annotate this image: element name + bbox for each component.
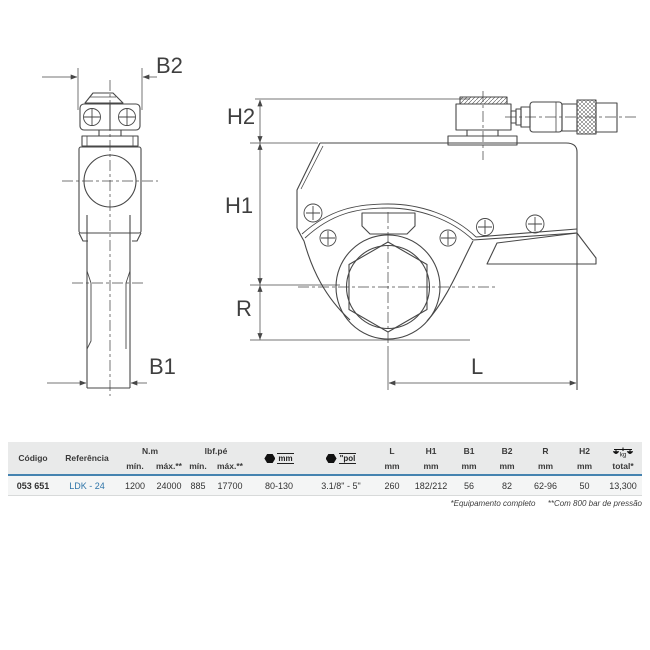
cell-r: 62-96 (533, 480, 558, 491)
reaction-pad (486, 232, 597, 265)
header-weight-icon: kg (604, 447, 642, 458)
table-header: Código Referência N.m lbf.pé mín. máx.**… (8, 442, 642, 474)
screw-icon (303, 203, 323, 223)
header-hex-pol: "pol (310, 452, 372, 465)
cell-hex-mm: 80-130 (264, 480, 294, 491)
header-unit-l: mm (384, 460, 400, 471)
dim-label-h1: H1 (225, 193, 254, 218)
header-dim-b2: B2 (501, 446, 513, 457)
body-outline (320, 142, 578, 390)
header-codigo: Código (18, 452, 48, 463)
cell-lbf-max: 17700 (217, 480, 243, 491)
cell-b2: 82 (501, 480, 512, 491)
technical-drawing: B2 B1 H2 H1 R L (42, 53, 638, 396)
cell-referencia[interactable]: LDK - 24 (69, 480, 105, 491)
hex-socket-metric-icon (264, 454, 276, 463)
header-referencia: Referência (65, 452, 109, 463)
drawing-svg (42, 68, 638, 396)
hex-socket-inch-icon (325, 454, 337, 463)
header-lbf-max: máx.** (217, 460, 243, 471)
screw-icon (83, 108, 101, 126)
cell-l: 260 (384, 480, 400, 491)
dim-label-b2: B2 (156, 53, 183, 78)
cell-nm-max: 24000 (156, 480, 182, 491)
cell-b1: 56 (463, 480, 474, 491)
header-unit-b2: mm (499, 460, 515, 471)
cell-h2: 50 (579, 480, 590, 491)
hex-mm-unit-label: mm (277, 452, 294, 465)
scale-kg-icon: kg (612, 447, 634, 458)
screw-icon (118, 108, 136, 126)
cell-weight: 13,300 (609, 480, 637, 491)
hydraulic-couplers (447, 96, 618, 146)
dim-label-l: L (471, 354, 484, 379)
cell-h1: 182/212 (414, 480, 448, 491)
swivel-cap (84, 92, 124, 104)
kg-label: kg (620, 452, 626, 458)
header-hex-mm: mm (248, 452, 310, 465)
screw-icon (439, 229, 457, 247)
header-lbf-group: lbf.pé (204, 446, 228, 457)
footnote-equipment: *Equipamento completo (450, 499, 536, 508)
footnote-pressure: **Com 800 bar de pressão (547, 499, 642, 508)
header-unit-b1: mm (461, 460, 477, 471)
drive-pocket (361, 212, 416, 235)
table-row: 053 651 LDK - 24 1200 24000 885 17700 80… (8, 474, 642, 496)
dim-label-b1: B1 (149, 354, 176, 379)
screw-icon (319, 229, 337, 247)
dim-label-r: R (236, 296, 252, 321)
header-lbf-min: mín. (189, 460, 207, 471)
screw-icon (525, 214, 545, 234)
dim-label-h2: H2 (227, 104, 256, 129)
header-nm-max: máx.** (156, 460, 182, 471)
header-dim-h1: H1 (425, 446, 437, 457)
header-dim-r: R (542, 446, 549, 457)
spec-table: Código Referência N.m lbf.pé mín. máx.**… (8, 442, 642, 508)
table-footnotes: *Equipamento completo **Com 800 bar de p… (8, 499, 642, 508)
header-unit-h1: mm (423, 460, 439, 471)
header-weight-unit: total* (612, 460, 634, 471)
dimension-lines (42, 68, 577, 390)
header-unit-r: mm (537, 460, 554, 471)
header-dim-b1: B1 (463, 446, 475, 457)
cell-nm-min: 1200 (124, 480, 146, 491)
header-dim-l: L (389, 446, 395, 457)
cell-codigo: 053 651 (16, 480, 50, 491)
cell-lbf-min: 885 (190, 480, 206, 491)
centerlines (62, 80, 638, 396)
header-dim-h2: H2 (579, 446, 590, 457)
header-nm-min: mín. (126, 460, 144, 471)
cell-hex-pol: 3.1/8" - 5" (321, 480, 361, 491)
side-view (296, 96, 618, 390)
header-nm-group: N.m (141, 446, 159, 457)
cassette-blade (86, 215, 131, 389)
header-unit-h2: mm (576, 460, 593, 471)
hex-pol-unit-label: "pol (338, 452, 357, 465)
screw-icon (476, 218, 494, 236)
